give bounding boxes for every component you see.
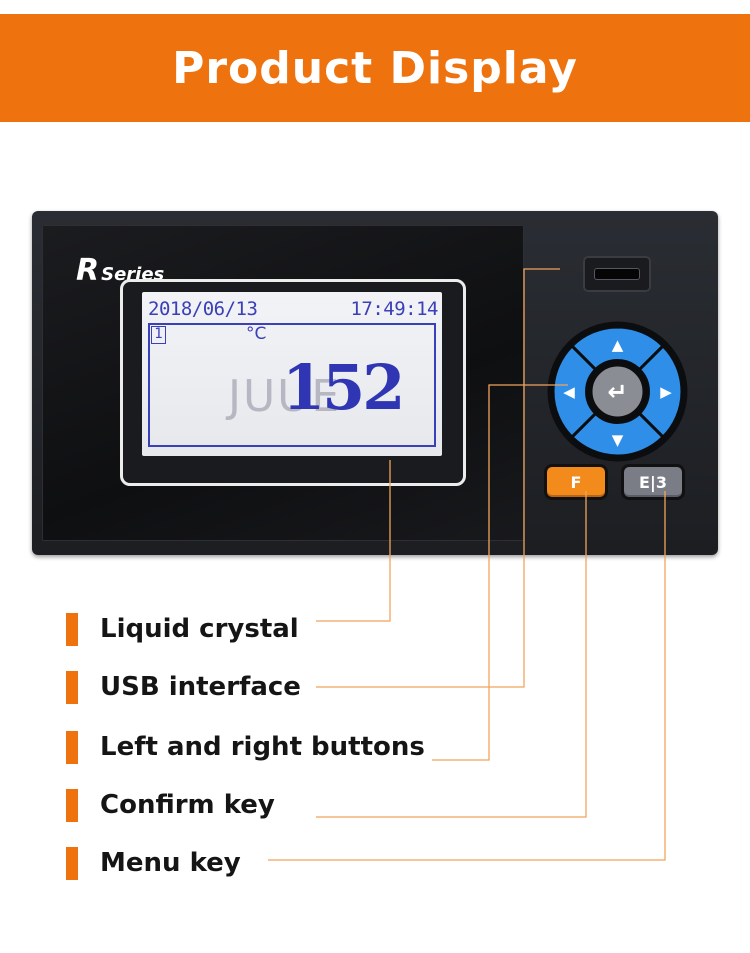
label-usb-interface: USB interface [66,669,301,705]
dpad-right-button[interactable] [637,343,684,440]
label-confirm-key: Confirm key [66,787,275,823]
label-text: Liquid crystal [100,614,299,644]
bullet-marker [66,846,78,880]
brand-letter: R [76,253,100,288]
e-key-icon: E|3 [639,472,667,492]
enter-button[interactable] [588,362,647,421]
header-banner: Product Display [0,14,750,122]
bullet-marker [66,612,78,646]
usb-port[interactable] [583,256,651,292]
direction-pad: ▲ ▼ ◀ ▶ ↵ [547,321,688,462]
dpad-down-button[interactable] [569,411,666,458]
dpad-up-button[interactable] [569,325,666,372]
label-menu-key: Menu key [66,845,241,881]
lcd-datetime: 2018/06/13 17:49:14 [148,298,438,320]
arrow-up-icon: ▲ [612,336,624,354]
lcd-value: 152 [282,351,405,424]
lcd-screen: 2018/06/13 17:49:14 1 °C JUUE 152 [142,292,442,456]
lcd-channel: 1 [151,326,166,344]
enter-icon: ↵ [607,378,627,406]
label-text: USB interface [100,672,301,702]
bullet-marker [66,670,78,704]
label-text: Left and right buttons [100,732,425,762]
label-liquid-crystal: Liquid crystal [66,611,299,647]
page-title: Product Display [172,42,578,94]
lcd-date: 2018/06/13 [148,298,258,320]
label-text: Menu key [100,848,241,878]
lcd-time: 17:49:14 [350,298,438,320]
lcd-unit: °C [246,324,267,344]
menu-key[interactable]: E|3 [624,467,682,497]
usb-slot [595,269,639,279]
lcd-reading-box: 1 °C JUUE 152 [148,323,436,447]
bullet-marker [66,730,78,764]
lcd-frame: 2018/06/13 17:49:14 1 °C JUUE 152 [120,279,466,486]
arrow-left-icon: ◀ [563,383,575,401]
confirm-key[interactable]: F [547,467,605,497]
arrow-right-icon: ▶ [660,383,672,401]
arrow-down-icon: ▼ [612,431,624,449]
bullet-marker [66,788,78,822]
label-left-right-buttons: Left and right buttons [66,729,425,765]
label-text: Confirm key [100,790,275,820]
f-key-icon: F [570,472,582,492]
